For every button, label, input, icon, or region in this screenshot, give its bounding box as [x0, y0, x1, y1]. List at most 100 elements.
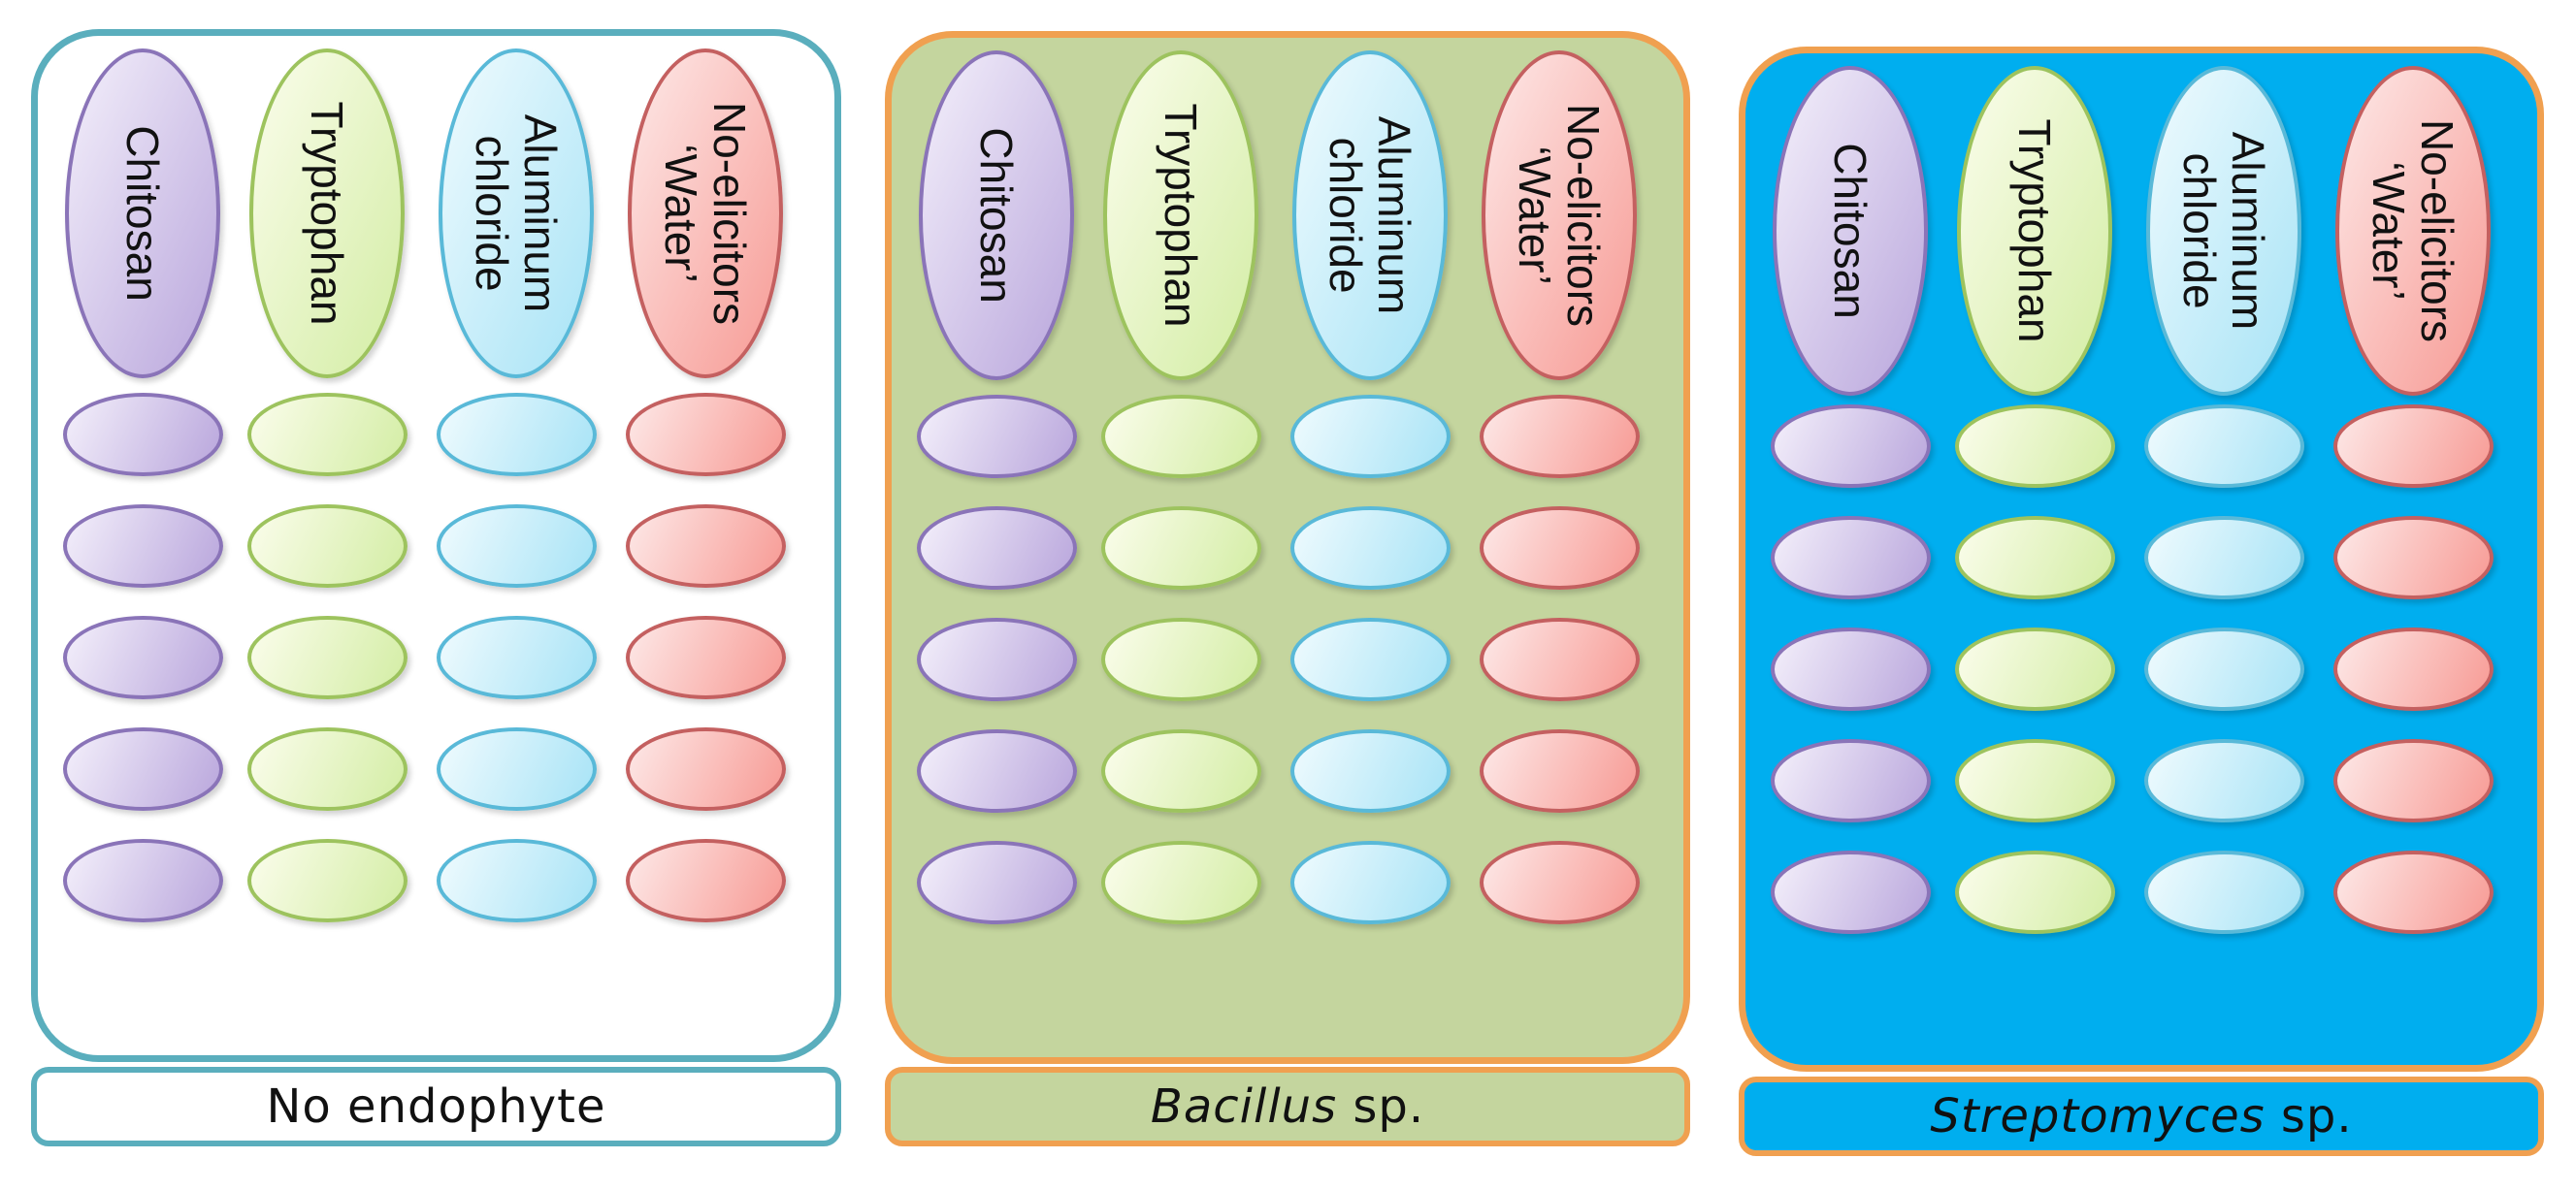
header-tryptophan: Tryptophan	[249, 48, 405, 378]
replicate-no-elicitors-water	[625, 616, 786, 699]
header-label-line: Tryptophan	[302, 101, 352, 326]
header-label-line: Aluminum	[2223, 131, 2273, 331]
replicate-no-elicitors-water	[1479, 618, 1640, 701]
panel-label-part: Streptomyces	[1930, 1089, 2266, 1143]
header-label-tryptophan: Tryptophan	[302, 101, 352, 326]
header-chitosan: Chitosan	[919, 50, 1074, 380]
header-label-line: ‘Water’	[1510, 145, 1560, 285]
replicate-aluminum-chloride	[1289, 506, 1451, 590]
replicate-no-elicitors-water	[2332, 739, 2494, 822]
panel-label-part: sp.	[2265, 1089, 2353, 1143]
header-chitosan: Chitosan	[1773, 66, 1928, 396]
replicate-chitosan	[916, 618, 1077, 701]
replicate-chitosan	[916, 506, 1077, 590]
header-label-line: Aluminum	[515, 113, 566, 313]
header-label-line: Chitosan	[117, 125, 168, 302]
replicate-tryptophan	[246, 616, 408, 699]
header-label-line: ‘Water’	[2364, 161, 2414, 301]
panel-label-no-endophyte: No endophyte	[31, 1067, 841, 1146]
replicate-tryptophan	[1954, 404, 2115, 488]
replicate-no-elicitors-water	[1479, 729, 1640, 813]
replicate-chitosan	[1770, 404, 1931, 488]
replicate-no-elicitors-water	[2332, 628, 2494, 711]
header-label-chitosan: Chitosan	[971, 127, 1022, 304]
replicate-no-elicitors-water	[2332, 516, 2494, 599]
header-label-line: Chitosan	[971, 127, 1022, 304]
replicate-chitosan	[62, 393, 223, 476]
header-label-line: chloride	[467, 135, 517, 292]
replicate-aluminum-chloride	[436, 393, 597, 476]
header-label-chitosan: Chitosan	[1825, 143, 1875, 319]
replicate-tryptophan	[1100, 395, 1261, 478]
header-label-chitosan: Chitosan	[117, 125, 168, 302]
replicate-aluminum-chloride	[2143, 628, 2304, 711]
header-label-line: chloride	[1321, 137, 1371, 294]
header-label-line: Tryptophan	[1156, 103, 1206, 328]
header-label-line: Tryptophan	[2009, 118, 2060, 343]
replicate-no-elicitors-water	[1479, 841, 1640, 924]
replicate-tryptophan	[1100, 506, 1261, 590]
header-tryptophan: Tryptophan	[1957, 66, 2112, 396]
replicate-tryptophan	[246, 393, 408, 476]
replicate-aluminum-chloride	[2143, 739, 2304, 822]
header-label-line: No-elicitors	[704, 101, 755, 326]
replicate-chitosan	[1770, 516, 1931, 599]
replicate-tryptophan	[246, 504, 408, 588]
replicate-no-elicitors-water	[625, 727, 786, 811]
header-label-line: ‘Water’	[656, 144, 706, 283]
replicate-aluminum-chloride	[436, 839, 597, 922]
panel-label-bacillus: Bacillus sp.	[885, 1067, 1690, 1146]
header-label-line: Chitosan	[1825, 143, 1875, 319]
replicate-aluminum-chloride	[2143, 516, 2304, 599]
replicate-chitosan	[1770, 851, 1931, 934]
header-label-line: No-elicitors	[2412, 118, 2462, 343]
replicate-aluminum-chloride	[436, 504, 597, 588]
replicate-chitosan	[62, 616, 223, 699]
replicate-no-elicitors-water	[1479, 506, 1640, 590]
panel-label-part: Bacillus	[1150, 1079, 1338, 1134]
replicate-chitosan	[916, 729, 1077, 813]
replicate-aluminum-chloride	[2143, 404, 2304, 488]
replicate-tryptophan	[246, 839, 408, 922]
panel-label-part: sp.	[1337, 1079, 1425, 1134]
replicate-tryptophan	[246, 727, 408, 811]
header-label-tryptophan: Tryptophan	[2009, 118, 2060, 343]
replicate-chitosan	[1770, 628, 1931, 711]
replicate-aluminum-chloride	[1289, 395, 1451, 478]
replicate-chitosan	[916, 395, 1077, 478]
header-chitosan: Chitosan	[65, 48, 220, 378]
replicate-tryptophan	[1100, 841, 1261, 924]
replicate-no-elicitors-water	[625, 393, 786, 476]
panel-label-part: No endophyte	[266, 1079, 606, 1134]
replicate-chitosan	[62, 727, 223, 811]
replicate-tryptophan	[1954, 739, 2115, 822]
replicate-aluminum-chloride	[436, 616, 597, 699]
header-label-line: No-elicitors	[1558, 103, 1609, 328]
replicate-no-elicitors-water	[2332, 851, 2494, 934]
replicate-aluminum-chloride	[1289, 618, 1451, 701]
replicate-chitosan	[916, 841, 1077, 924]
header-no-elicitors-water: No-elicitors‘Water’	[1482, 50, 1637, 380]
replicate-chitosan	[62, 504, 223, 588]
replicate-tryptophan	[1100, 729, 1261, 813]
replicate-aluminum-chloride	[436, 727, 597, 811]
header-tryptophan: Tryptophan	[1103, 50, 1258, 380]
replicate-no-elicitors-water	[625, 839, 786, 922]
replicate-tryptophan	[1954, 851, 2115, 934]
header-label-no-elicitors-water: No-elicitors‘Water’	[2364, 119, 2462, 342]
header-no-elicitors-water: No-elicitors‘Water’	[628, 48, 783, 378]
replicate-chitosan	[62, 839, 223, 922]
replicate-no-elicitors-water	[1479, 395, 1640, 478]
header-label-line: chloride	[2174, 152, 2225, 309]
replicate-aluminum-chloride	[1289, 729, 1451, 813]
header-label-tryptophan: Tryptophan	[1156, 103, 1206, 328]
replicate-chitosan	[1770, 739, 1931, 822]
replicate-aluminum-chloride	[2143, 851, 2304, 934]
